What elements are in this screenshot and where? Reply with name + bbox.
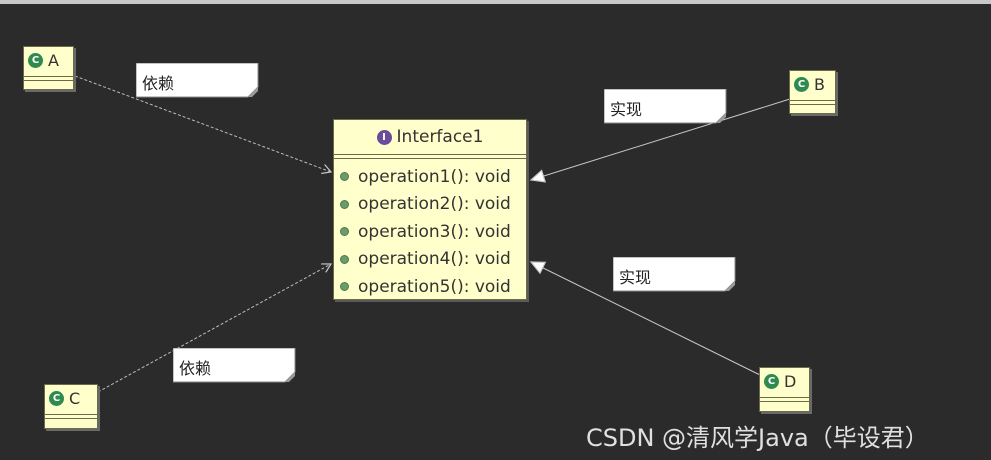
operation-label: operation2(): void	[358, 194, 511, 215]
class-divider	[790, 104, 835, 105]
public-method-icon	[340, 227, 349, 237]
class-icon: C	[49, 390, 64, 406]
operation-item[interactable]: operation2(): void	[334, 191, 526, 219]
csdn-watermark: CSDN @清风学Java（毕设君）	[586, 424, 929, 452]
class-d-header: C D	[760, 368, 809, 394]
header-divider	[334, 154, 526, 155]
class-b-header: C B	[790, 71, 835, 97]
interface-icon: I	[376, 129, 392, 145]
operation-item[interactable]: operation3(): void	[334, 218, 526, 246]
note-dependency-a[interactable]: 依赖	[136, 63, 261, 98]
class-icon: C	[794, 76, 809, 92]
class-divider	[24, 80, 73, 81]
class-b-box[interactable]: C B	[789, 70, 836, 114]
operation-list: operation1(): void operation2(): void op…	[334, 159, 526, 301]
class-a-box[interactable]: C A	[23, 46, 74, 90]
note-dependency-c[interactable]: 依赖	[173, 348, 298, 383]
note-shape	[136, 63, 259, 98]
dependency-a-to-interface[interactable]	[74, 75, 331, 172]
class-icon: C	[764, 373, 779, 389]
note-realization-b[interactable]: 实现	[604, 89, 729, 124]
note-shape	[173, 348, 296, 383]
operation-label: operation5(): void	[358, 276, 511, 297]
note-text: 实现	[619, 268, 652, 287]
interface1-box[interactable]: I Interface1 operation1(): void operatio…	[333, 119, 527, 300]
public-method-icon	[340, 172, 349, 182]
class-a-name: A	[48, 50, 59, 70]
note-shape	[604, 89, 727, 124]
class-c-name: C	[69, 388, 81, 408]
note-text: 依赖	[179, 359, 212, 378]
class-divider	[760, 401, 809, 402]
realization-b-to-interface[interactable]	[529, 98, 791, 183]
class-divider	[760, 397, 809, 398]
window-top-border	[0, 0, 991, 4]
class-a-header: C A	[24, 47, 73, 73]
dependency-c-to-interface[interactable]	[97, 264, 331, 393]
class-icon: C	[28, 52, 43, 68]
class-c-header: C C	[45, 385, 97, 411]
public-method-icon	[340, 254, 349, 264]
operation-item[interactable]: operation4(): void	[334, 246, 526, 274]
realization-d-to-interface[interactable]	[529, 261, 761, 376]
class-divider	[45, 418, 97, 419]
interface-name: Interface1	[396, 127, 484, 147]
operation-label: operation4(): void	[358, 249, 511, 270]
class-b-name: B	[814, 74, 825, 94]
public-method-icon	[340, 199, 349, 209]
note-text: 实现	[610, 100, 643, 119]
operation-item[interactable]: operation5(): void	[334, 273, 526, 301]
interface-header: I Interface1	[334, 120, 526, 154]
class-d-name: D	[784, 371, 797, 391]
public-method-icon	[340, 282, 349, 292]
class-divider	[790, 100, 835, 101]
operation-label: operation1(): void	[358, 166, 511, 187]
attribute-divider	[334, 158, 526, 159]
operation-label: operation3(): void	[358, 221, 511, 242]
operation-item[interactable]: operation1(): void	[334, 163, 526, 191]
class-c-box[interactable]: C C	[44, 384, 98, 429]
class-divider	[24, 76, 73, 77]
note-realization-d[interactable]: 实现	[613, 257, 738, 292]
note-text: 依赖	[142, 74, 175, 93]
class-divider	[45, 414, 97, 415]
class-d-box[interactable]: C D	[759, 367, 810, 412]
note-shape	[613, 257, 736, 292]
